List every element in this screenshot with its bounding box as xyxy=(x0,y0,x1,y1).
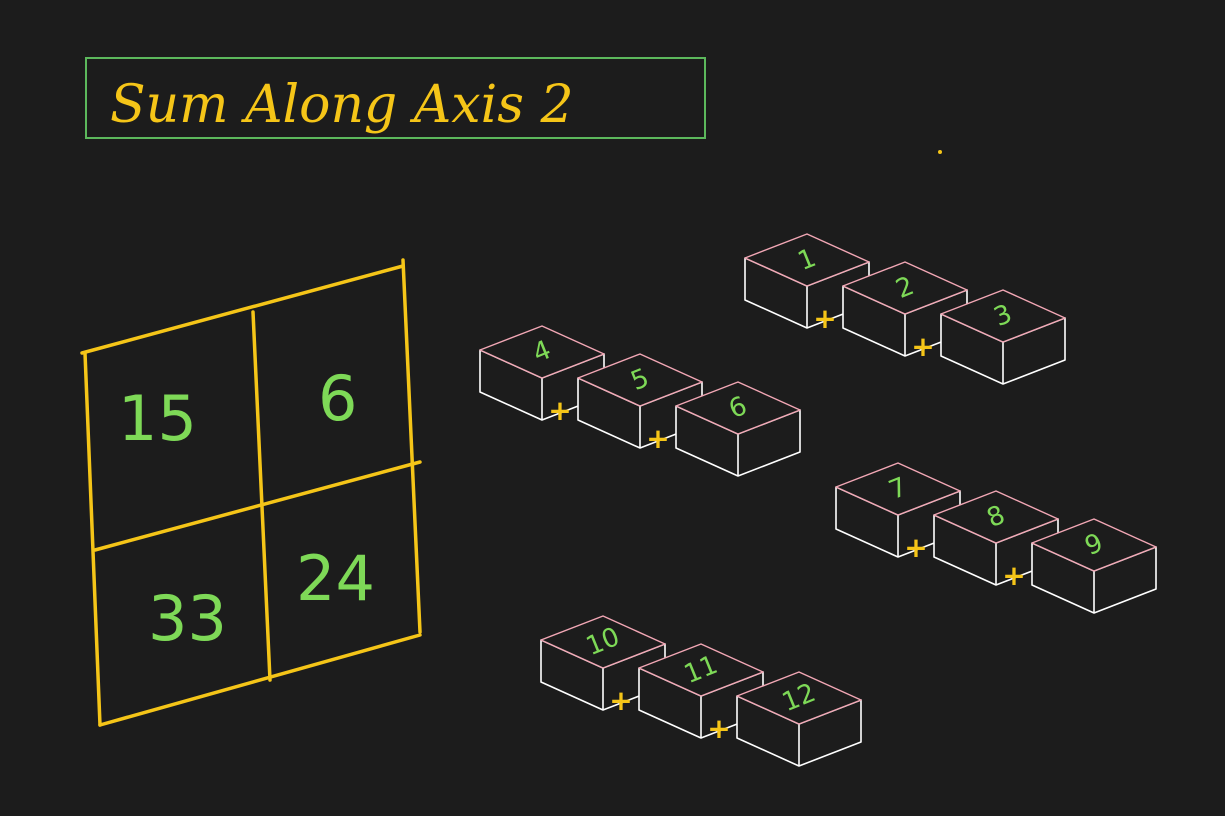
cube-2-3: 6 xyxy=(675,381,801,477)
cube-top-face xyxy=(933,490,1059,544)
result-grid-values: 15 6 33 24 xyxy=(118,362,375,655)
cube-4-1: 10 xyxy=(540,615,666,711)
grid-cell-0: 15 xyxy=(118,382,197,455)
plus-sign: + xyxy=(911,330,934,363)
grid-cell-1: 6 xyxy=(318,362,357,435)
title-frame xyxy=(85,57,706,139)
cube-1-1: 1 xyxy=(744,233,870,329)
cube-row-3: 789++ xyxy=(835,462,1157,614)
cube-top-face xyxy=(736,671,862,725)
title-text: Sum Along Axis 2 xyxy=(110,75,574,135)
plus-sign: + xyxy=(1002,559,1025,592)
grid-bottom-line xyxy=(98,633,422,727)
cube-top-face xyxy=(835,462,961,516)
plus-sign: + xyxy=(707,712,730,745)
cube-2-2: 5 xyxy=(577,353,703,449)
cube-top-face xyxy=(842,261,968,315)
cube-top-face xyxy=(744,233,870,287)
cube-1-2: 2 xyxy=(842,261,968,357)
cube-top-face xyxy=(638,643,764,697)
cube-2-1: 4 xyxy=(479,325,605,421)
grid-cell-2: 33 xyxy=(148,582,227,655)
grid-right-line xyxy=(401,258,422,634)
plus-sign: + xyxy=(813,302,836,335)
cube-3-3: 9 xyxy=(1031,518,1157,614)
stray-dot xyxy=(938,150,942,154)
cube-top-face xyxy=(577,353,703,407)
grid-middle-horizontal xyxy=(93,460,422,552)
title-box: Sum Along Axis 2 xyxy=(85,57,706,139)
cube-1-3: 3 xyxy=(940,289,1066,385)
grid-top-line xyxy=(80,264,405,355)
cube-top-face xyxy=(479,325,605,379)
cube-4-2: 11 xyxy=(638,643,764,739)
plus-sign: + xyxy=(609,684,632,717)
plus-sign: + xyxy=(904,531,927,564)
cube-3-1: 7 xyxy=(835,462,961,558)
plus-sign: + xyxy=(646,422,669,455)
cube-4-3: 12 xyxy=(736,671,862,767)
cube-top-face xyxy=(1031,518,1157,572)
cube-row-1: 123++ xyxy=(744,233,1066,385)
cube-row-2: 456++ xyxy=(479,325,801,477)
plus-sign: + xyxy=(548,394,571,427)
grid-middle-vertical xyxy=(251,310,272,682)
grid-left-line xyxy=(83,351,102,727)
cube-top-face xyxy=(940,289,1066,343)
cube-top-face xyxy=(675,381,801,435)
grid-cell-3: 24 xyxy=(296,542,375,615)
cube-top-face xyxy=(540,615,666,669)
result-grid xyxy=(80,258,422,727)
